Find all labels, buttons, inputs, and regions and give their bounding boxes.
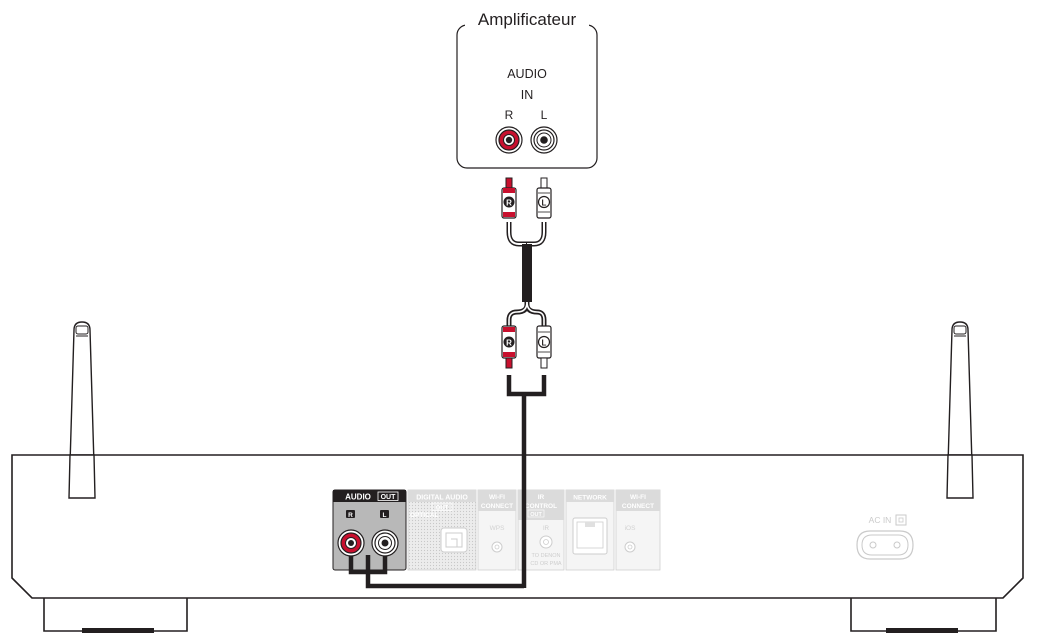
audio-out-label: AUDIO xyxy=(345,493,371,502)
audio-out-tag: OUT xyxy=(381,494,397,501)
wps-label: WPS xyxy=(490,525,505,532)
wifi-connect-2-label: WI-FI xyxy=(630,494,646,501)
cable-plug-bottom-l[interactable]: L xyxy=(536,325,552,369)
digital-audio-section: DIGITAL AUDIO OUT OPTICAL xyxy=(407,489,477,571)
amplifier-jack-r[interactable] xyxy=(495,126,523,154)
audio-out-jack-r-letter: R xyxy=(348,512,353,519)
wifi-connect-ios-section: WI-FI CONNECT iOS xyxy=(615,489,661,571)
ac-in-section: AC IN xyxy=(856,514,914,560)
cable-plug-bottom-r-letter: R xyxy=(506,339,512,348)
audio-out-jack-l-letter: L xyxy=(383,512,387,519)
amplifier-input-sublabel: IN xyxy=(521,88,534,102)
ir-sub-sublabel: CD OR PMA xyxy=(530,561,562,567)
cable-plug-bottom-l-letter: L xyxy=(542,339,547,348)
wifi-connect-wps-section: WI-FI CONNECT WPS xyxy=(477,489,517,571)
cable-plug-top-l[interactable]: L xyxy=(536,177,552,219)
cable-plug-top-r-letter: R xyxy=(506,199,512,208)
amplifier-title: Amplificateur xyxy=(478,10,577,29)
cable-plug-top-l-letter: L xyxy=(542,199,547,208)
ir-control-tag: OUT xyxy=(530,512,542,518)
ios-label: iOS xyxy=(625,525,637,532)
ac-in-label: AC IN xyxy=(869,515,892,525)
ethernet-port[interactable] xyxy=(572,517,608,555)
ac-inlet[interactable] xyxy=(856,530,914,560)
wifi-connect-2-sublabel: CONNECT xyxy=(622,503,654,510)
foot-left xyxy=(43,598,188,632)
foot-right xyxy=(850,598,997,632)
digital-audio-tag: OUT xyxy=(436,506,449,512)
ir-sub-label: TO DENON xyxy=(532,553,561,559)
audio-out-jack-r[interactable] xyxy=(337,529,365,557)
amplifier-jack-l[interactable] xyxy=(530,126,558,154)
amplifier-channel-r: R xyxy=(505,108,514,122)
cable-bracket xyxy=(506,375,547,397)
digital-audio-optical-label: OPTICAL xyxy=(410,512,439,519)
ir-control-sublabel: CONTROL xyxy=(525,503,557,510)
amplifier-channel-l: L xyxy=(541,108,548,122)
cable-plug-top-r[interactable]: R xyxy=(501,177,517,219)
ir-jack-label: IR xyxy=(543,526,550,532)
network-label: NETWORK xyxy=(573,495,607,502)
ir-control-label: IR xyxy=(538,494,545,501)
cable-cord-upper xyxy=(522,244,532,302)
network-section: NETWORK xyxy=(565,489,615,571)
ios-button[interactable] xyxy=(624,541,636,553)
amplifier-input-label: AUDIO xyxy=(507,67,547,81)
amplifier-title-gap xyxy=(465,18,589,32)
antenna-right xyxy=(946,321,974,499)
wifi-connect-1-sublabel: CONNECT xyxy=(481,503,513,510)
device-chassis xyxy=(11,454,1024,599)
cable-plug-bottom-r[interactable]: R xyxy=(501,325,517,369)
optical-port[interactable] xyxy=(440,527,468,553)
antenna-left xyxy=(68,321,96,499)
ir-jack[interactable] xyxy=(539,535,553,549)
digital-audio-label: DIGITAL AUDIO xyxy=(416,495,468,502)
wps-button[interactable] xyxy=(491,541,503,553)
amplifier: Amplificateur AUDIO IN R L xyxy=(456,10,598,169)
wifi-connect-1-label: WI-FI xyxy=(489,494,505,501)
device: AUDIO OUT R L DIGITAL AUD xyxy=(11,321,1024,633)
audio-out-jack-l[interactable] xyxy=(371,529,399,557)
